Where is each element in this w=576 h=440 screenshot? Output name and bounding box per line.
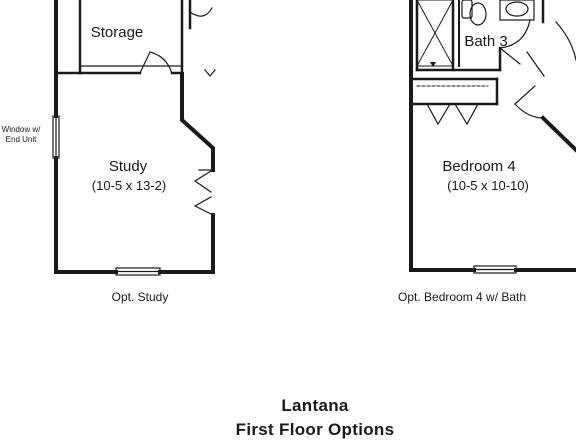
study-dimensions: (10-5 x 13-2) [91,178,167,193]
study-label: Study [108,158,148,175]
plan-subtitle: First Floor Options [235,420,395,439]
window-note-line2: End Unit [5,135,37,144]
floor-marker [430,62,436,67]
bath-label: Bath 3 [464,33,508,50]
bedroom-door-swing [514,21,576,119]
storage-door-swing [139,51,173,74]
window-note: Window w/ End Unit [2,125,41,145]
study-plan-walls [54,0,215,274]
study-bifold-doors [193,169,212,215]
toilet [461,0,487,26]
storage-label: Storage [90,24,144,41]
closet-bifold-doors [426,103,479,126]
upper-right-door-arc [189,7,216,77]
bedroom-dimensions: (10-5 x 10-10) [447,178,529,193]
vanity-sink [499,0,535,21]
plan-title: Lantana [281,396,349,415]
bedroom-bottom-window [473,265,517,274]
bedroom-label: Bedroom 4 [442,158,516,175]
study-bottom-window [115,267,161,276]
shower-stall [416,0,460,67]
study-caption: Opt. Study [111,290,169,304]
window-note-line1: Window w/ [1,125,41,134]
bedroom-caption: Opt. Bedroom 4 w/ Bath [398,290,527,304]
bath-door-swing [499,19,545,77]
study-left-window [52,115,60,159]
